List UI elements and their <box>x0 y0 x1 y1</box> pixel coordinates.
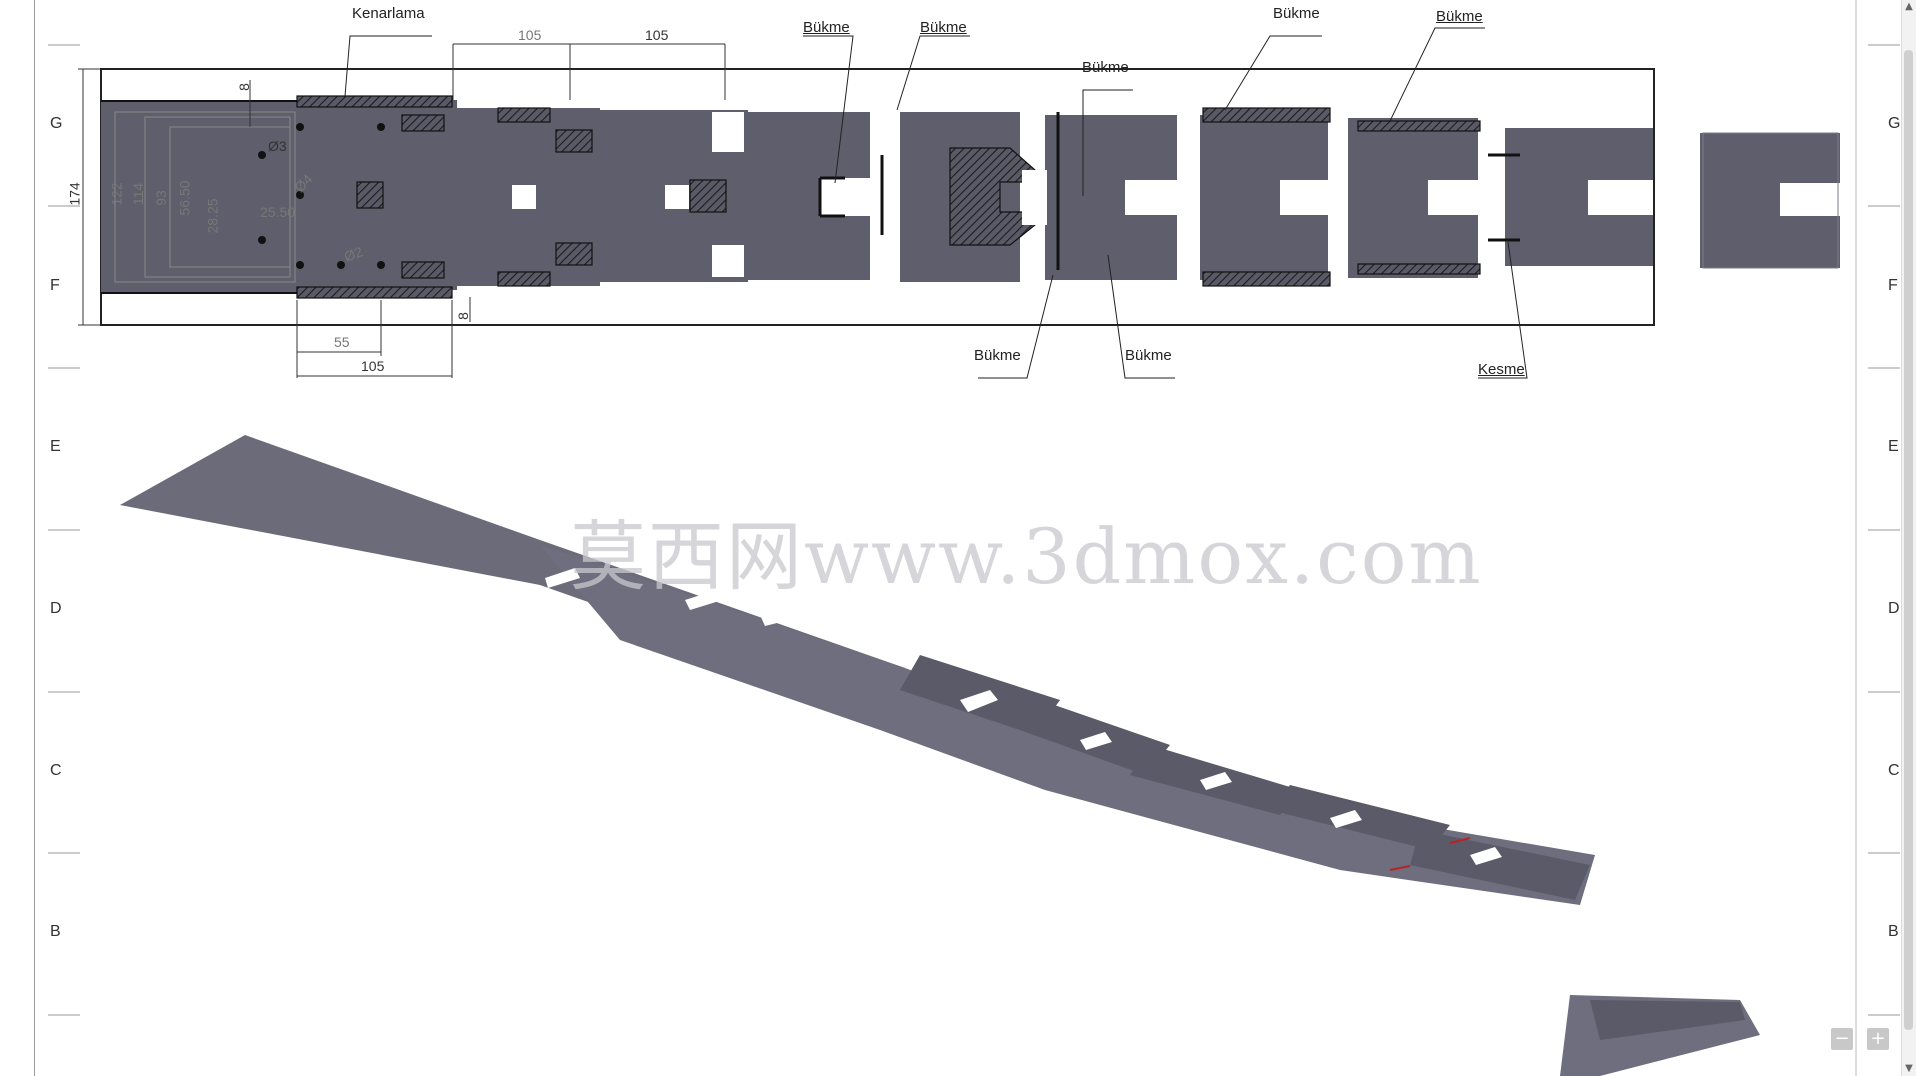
dim-left-114: 114 <box>130 182 147 206</box>
zone-letter-g-left: G <box>50 115 63 132</box>
zone-letter-c-right: C <box>1888 762 1900 779</box>
zone-letter-f-left: F <box>50 277 60 294</box>
dim-top-105-a: 105 <box>518 27 542 43</box>
zone-letter-e-right: E <box>1888 438 1899 455</box>
dim-left-2825: 28.25 <box>204 198 221 234</box>
watermark: 莫西网www.3dmox.com <box>570 512 1483 601</box>
scroll-up-icon[interactable]: ▲ <box>1905 1 1913 12</box>
zoom-out-button[interactable]: − <box>1831 1028 1853 1050</box>
drawing-sheet-border <box>34 0 1863 1076</box>
dim-left-174: 174 <box>66 182 83 206</box>
callout-bukme-1: Bükme <box>803 19 850 36</box>
strip-cutouts <box>512 112 1840 277</box>
zone-letter-b-right: B <box>1888 923 1899 940</box>
pilot-holes <box>258 123 385 269</box>
hatched-sections <box>296 95 1481 299</box>
zone-letter-f-right: F <box>1888 277 1898 294</box>
zone-letter-d-right: D <box>1888 600 1900 617</box>
zone-letter-g-right: G <box>1888 115 1901 132</box>
dimension-lines <box>78 43 726 378</box>
dim-left-93: 93 <box>152 190 169 206</box>
vertical-scrollbar[interactable]: ▲ ▼ <box>1901 0 1916 1076</box>
callout-bukme-5: Bükme <box>1436 8 1483 25</box>
scroll-down-icon[interactable]: ▼ <box>1905 1063 1913 1074</box>
dim-bottom-105: 105 <box>361 358 385 374</box>
zone-letter-e-left: E <box>50 438 61 455</box>
callout-kesme: Kesme <box>1478 361 1525 378</box>
callout-bukme-3: Bükme <box>1082 59 1129 76</box>
bend-bars <box>818 112 1520 270</box>
zone-letter-b-left: B <box>50 923 61 940</box>
callout-bukme-4: Bükme <box>1273 5 1320 22</box>
dim-small-8-top: 8 <box>235 83 252 91</box>
callout-bukme-7: Bükme <box>1125 347 1172 364</box>
dim-bottom-55: 55 <box>334 334 350 350</box>
dim-top-105-b: 105 <box>645 27 669 43</box>
leader-lines <box>344 27 1528 379</box>
dim-left-5650: 56.50 <box>176 180 193 216</box>
zone-letter-d-left: D <box>50 600 62 617</box>
callout-kenarlama: Kenarlama <box>352 5 425 22</box>
dim-diameter-3: Ø3 <box>268 138 287 154</box>
zone-letter-c-left: C <box>50 762 62 779</box>
isometric-strip-view <box>120 435 1760 1076</box>
dim-mid-2550: 25.50 <box>260 204 296 220</box>
callout-bukme-6: Bükme <box>974 347 1021 364</box>
dim-small-8-bottom: 8 <box>454 312 471 320</box>
zone-ticks <box>48 0 1900 1076</box>
zoom-in-button[interactable]: + <box>1867 1028 1889 1050</box>
dim-left-122: 122 <box>108 182 125 206</box>
callout-bukme-2: Bükme <box>920 19 967 36</box>
scroll-thumb[interactable] <box>1904 50 1913 1030</box>
